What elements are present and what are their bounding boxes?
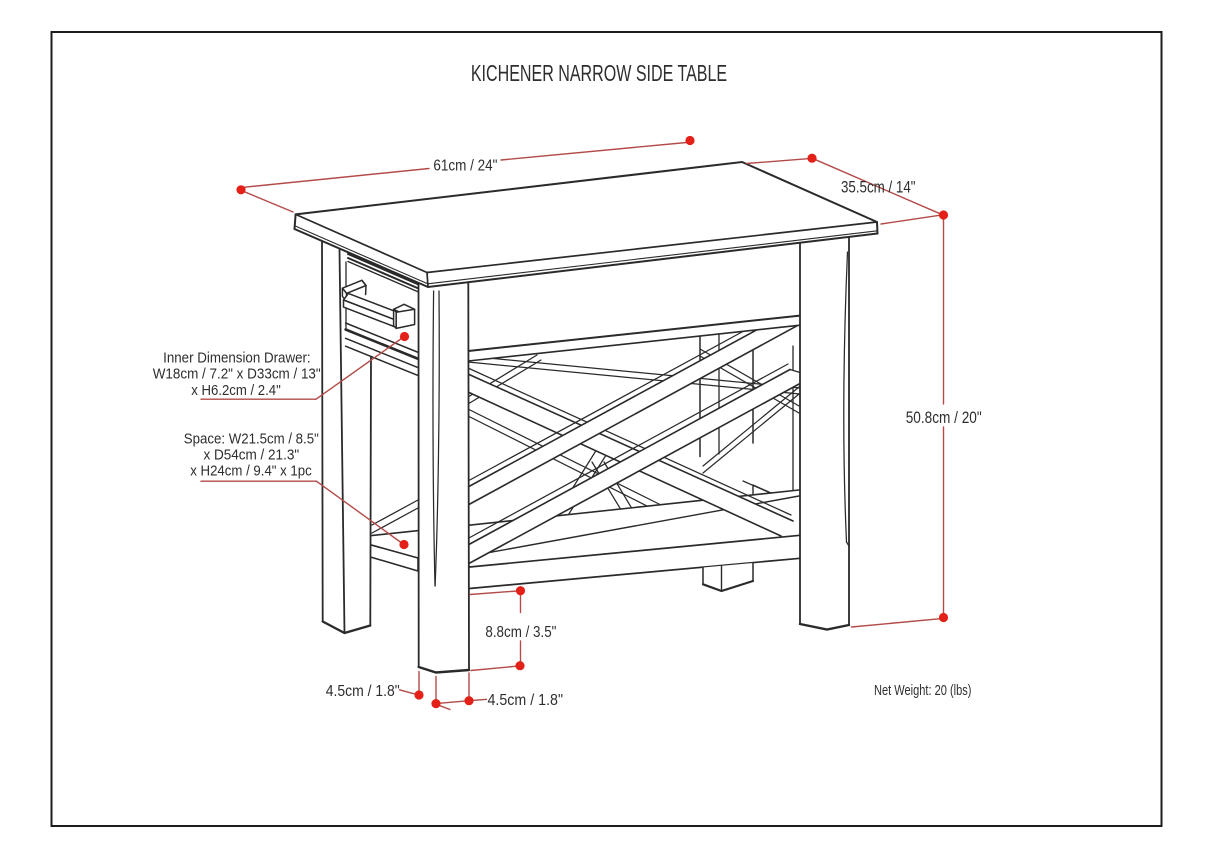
svg-text:KICHENER NARROW SIDE TABLE: KICHENER NARROW SIDE TABLE: [471, 60, 727, 86]
svg-text:Inner Dimension Drawer:: Inner Dimension Drawer:: [163, 350, 311, 366]
svg-text:W18cm / 7.2" x D33cm / 13": W18cm / 7.2" x D33cm / 13": [153, 367, 321, 383]
svg-text:35.5cm / 14": 35.5cm / 14": [841, 178, 916, 196]
svg-text:4.5cm / 1.8": 4.5cm / 1.8": [326, 683, 400, 700]
svg-text:8.8cm / 3.5": 8.8cm / 3.5": [485, 624, 556, 641]
svg-text:61cm / 24": 61cm / 24": [433, 157, 497, 174]
svg-text:Space: W21.5cm / 8.5": Space: W21.5cm / 8.5": [184, 432, 319, 448]
svg-text:x D54cm / 21.3": x D54cm / 21.3": [203, 448, 299, 464]
svg-text:50.8cm / 20": 50.8cm / 20": [906, 409, 982, 427]
svg-text:Net Weight: 20 (lbs): Net Weight: 20 (lbs): [874, 683, 972, 699]
svg-text:x H6.2cm / 2.4": x H6.2cm / 2.4": [191, 383, 281, 399]
svg-text:4.5cm / 1.8": 4.5cm / 1.8": [488, 692, 564, 709]
svg-text:x H24cm / 9.4" x 1pc: x H24cm / 9.4" x 1pc: [190, 464, 312, 480]
